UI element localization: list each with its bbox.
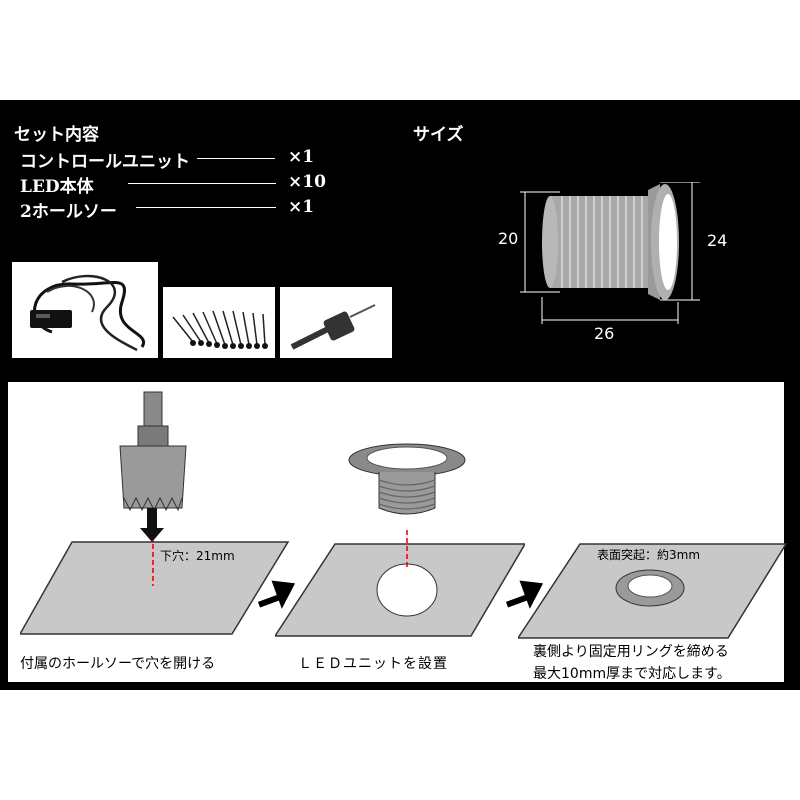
step-arrow-icon bbox=[252, 566, 300, 614]
step3-caption-line1: 裏側より固定用リングを締める bbox=[533, 644, 729, 660]
set-item-control-unit: コントロールユニット bbox=[20, 152, 190, 172]
size-label-outer: 24 bbox=[707, 231, 728, 250]
size-diagram bbox=[520, 181, 700, 327]
step3-illustration bbox=[516, 540, 788, 640]
led-units-photo bbox=[163, 287, 275, 358]
leader-line bbox=[197, 158, 275, 159]
set-qty-led: ×10 bbox=[288, 172, 326, 192]
step3-note: 表面突起：約3mm bbox=[597, 548, 701, 562]
step-arrow-icon bbox=[500, 566, 548, 614]
step1-note: 下穴：21mm bbox=[160, 549, 235, 563]
step2-caption: ＬＥＤユニットを設置 bbox=[298, 656, 448, 672]
control-unit-photo bbox=[12, 262, 158, 358]
set-title: セット内容 bbox=[14, 125, 99, 145]
size-label-inner: 20 bbox=[498, 229, 519, 248]
set-qty-control-unit: ×1 bbox=[288, 147, 315, 167]
leader-line bbox=[136, 207, 276, 208]
step1-illustration bbox=[18, 388, 290, 643]
set-qty-holesaw: ×1 bbox=[288, 197, 315, 217]
holesaw-photo bbox=[280, 287, 392, 358]
set-item-holesaw: 2ホールソー bbox=[20, 202, 117, 222]
step1-caption: 付属のホールソーで穴を開ける bbox=[20, 656, 216, 672]
step3-caption-line2: 最大10mm厚まで対応します。 bbox=[533, 666, 731, 682]
set-item-led: LED本体 bbox=[20, 177, 94, 197]
step2-illustration bbox=[273, 440, 527, 640]
size-label-width: 26 bbox=[594, 324, 615, 343]
size-title: サイズ bbox=[413, 125, 464, 145]
leader-line bbox=[128, 183, 276, 184]
